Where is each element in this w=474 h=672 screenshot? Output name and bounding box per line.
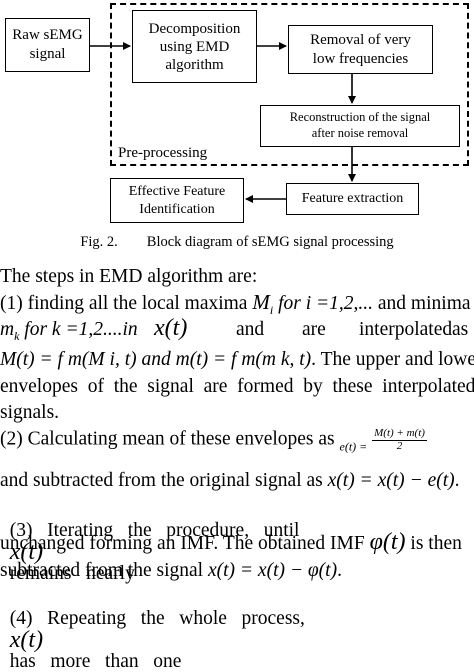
step4-line: (4) Repeating the whole process, x(t) ha… <box>0 589 305 672</box>
step4-text: (4) Repeating the whole process, <box>9 607 305 629</box>
for-k: for k =1,2....in <box>24 319 138 340</box>
signals-line: signals. <box>0 402 60 423</box>
raw-semg-box: Raw sEMG signal <box>5 18 90 72</box>
envelope-equation: M(t) = f m(M i, t) and m(t) = f m(m k, t… <box>0 349 312 370</box>
step3-text: (3) Iterating the procedure, until <box>9 519 300 541</box>
imf-subtract-line: subtracted from the signal x(t) = x(t) −… <box>0 560 342 581</box>
feature-identification-box: Effective Feature Identification <box>110 178 244 223</box>
imf-phi: φ(t) <box>369 529 406 555</box>
mean-fraction: M(t) + m(t) 2 <box>372 427 427 452</box>
step2-line: (2) Calculating mean of these envelopes … <box>0 427 427 454</box>
figure-caption: Fig. 2. Block diagram of sEMG signal pro… <box>80 234 394 250</box>
step4-xt: x(t) <box>9 627 44 653</box>
imf-text: unchanged forming an IMF. The obtained I… <box>0 533 365 554</box>
mean-e-t: e(t) = <box>339 439 368 454</box>
step2-text: (2) Calculating mean of these envelopes … <box>0 428 335 450</box>
subtract-line: and subtracted from the original signal … <box>0 470 460 491</box>
minima-symbol: m <box>0 319 15 340</box>
mean-denominator: 2 <box>396 439 403 452</box>
step1-maxima-symbol: M <box>252 290 270 314</box>
step4-tail: has more than one <box>9 651 182 672</box>
pre-processing-label: Pre-processing <box>118 145 208 161</box>
subtract-equation: x(t) = x(t) − e(t) <box>327 470 455 491</box>
imf-line: unchanged forming an IMF. The obtained I… <box>0 530 462 554</box>
step1-minima: and minima <box>377 293 471 314</box>
step3-xt: x(t) <box>9 539 44 565</box>
word-are: are <box>302 319 326 340</box>
removal-box: Removal of very low frequencies <box>288 25 433 74</box>
pre-processing-region <box>110 3 469 166</box>
diagram-arrows <box>90 42 356 203</box>
decomposition-box: Decomposition using EMD algorithm <box>132 10 257 83</box>
imf-subtract-text: subtracted from the signal <box>0 560 204 581</box>
word-interpolated: interpolated <box>359 319 453 340</box>
feature-extraction-box: Feature extraction <box>286 183 419 215</box>
step3-line: (3) Iterating the procedure, until x(t) … <box>0 501 300 584</box>
step1-maxima-sub: i <box>269 303 274 318</box>
envelopes-line: envelopes of the signal are formed by th… <box>0 376 474 397</box>
step1-line: (1) finding all the local maxima Mi for … <box>0 290 471 318</box>
step1-text: (1) finding all the local maxima <box>0 293 248 314</box>
imf-tail: is then <box>410 533 462 554</box>
reconstruction-box: Reconstruction of the signal after noise… <box>260 105 460 147</box>
step1-for-i: for i =1,2,... <box>278 293 374 314</box>
word-as: as <box>452 319 469 340</box>
minima-sub: k <box>14 328 20 343</box>
imf-subtract-equation: x(t) = x(t) − φ(t) <box>207 560 338 581</box>
step3-tail: remains nearly <box>9 563 135 584</box>
envelope-equation-tail: . The upper and lower <box>311 349 474 370</box>
signal-xt: x(t) <box>154 315 188 341</box>
intro-line: The steps in EMD algorithm are: <box>0 266 258 287</box>
subtract-text: and subtracted from the original signal … <box>0 470 323 491</box>
envelope-equation-line: M(t) = f m(M i, t) and m(t) = f m(m k, t… <box>0 350 474 370</box>
mean-numerator: M(t) + m(t) <box>372 427 427 441</box>
word-and: and <box>236 319 265 340</box>
step1-line2: mk for k =1,2....in x(t) and are interpo… <box>0 316 474 343</box>
